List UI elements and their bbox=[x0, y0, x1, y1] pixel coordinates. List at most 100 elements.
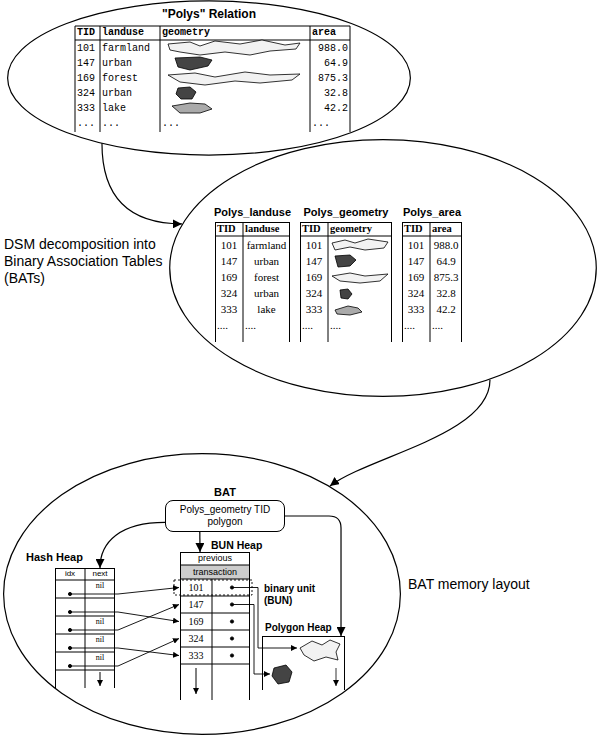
bat-cell-ellipsis: .... bbox=[402, 317, 430, 333]
relation-cell-header: geometry bbox=[160, 26, 310, 40]
hash-heap-grid bbox=[55, 652, 115, 653]
bat-cell-ellipsis: .... bbox=[328, 317, 392, 333]
relation-table-grid bbox=[310, 26, 311, 132]
bat-cell: urban bbox=[243, 253, 290, 269]
bun-heap-grid bbox=[180, 613, 250, 614]
connector-arrow bbox=[199, 532, 200, 552]
bun-heap-grid bbox=[180, 596, 250, 597]
bat-region: Polys_landusePolys_geometryPolys_area bbox=[168, 138, 598, 398]
hash-heap-grid bbox=[55, 598, 115, 599]
bun-heap-grid bbox=[180, 565, 250, 566]
connector-arrow bbox=[285, 516, 341, 636]
bun-head-value: 101 bbox=[180, 579, 212, 596]
bat-cell: 333 bbox=[300, 301, 328, 317]
polygon-shape bbox=[272, 640, 340, 686]
polygon-shape bbox=[176, 87, 196, 99]
polygon-shape bbox=[340, 289, 352, 299]
relation-cell: 101 bbox=[75, 41, 100, 56]
bat-cell: 101 bbox=[215, 237, 243, 253]
box-heading: BAT bbox=[214, 486, 236, 498]
polygon-pointer bbox=[230, 637, 233, 640]
relation-cell: 324 bbox=[75, 86, 100, 101]
nil-pointer: nil bbox=[85, 653, 115, 663]
bat-cell-ellipsis: .... bbox=[243, 317, 290, 333]
relation-cell: 42.2 bbox=[310, 101, 350, 116]
bat-cell: 101 bbox=[300, 237, 328, 253]
bun-heap-grid bbox=[180, 647, 250, 648]
relation-region: "Polys" Relation bbox=[6, 0, 412, 156]
bat-cell: 875.3 bbox=[430, 269, 462, 285]
region-outline bbox=[6, 0, 412, 156]
bun-heap-grid bbox=[180, 565, 250, 700]
nil-pointer: nil bbox=[85, 635, 115, 645]
polygon-shape bbox=[172, 103, 212, 113]
polygon-shape bbox=[332, 239, 388, 315]
relation-table-grid bbox=[160, 26, 161, 132]
connector-arrow bbox=[100, 522, 165, 568]
box-heading: Hash Heap bbox=[26, 551, 83, 563]
relation-cell: 64.9 bbox=[310, 56, 350, 71]
bat-cell-header: geometry bbox=[328, 222, 392, 236]
bat-table-grid bbox=[215, 236, 290, 237]
box-heading: BUN Heap bbox=[211, 539, 262, 551]
edge-label: DSM decomposition into Binary Associatio… bbox=[4, 236, 164, 287]
bat-cell: lake bbox=[243, 301, 290, 317]
polygon-shape bbox=[300, 640, 340, 661]
bat-table-grid bbox=[243, 222, 244, 342]
relation-cell-ellipsis: ... bbox=[160, 116, 310, 131]
nil-pointer: nil bbox=[85, 581, 115, 591]
polygon-heap: Polygon Heap bbox=[262, 636, 345, 690]
bat-descriptor: BATPolys_geometry TID polygon bbox=[165, 500, 285, 532]
bat-cell-header: area bbox=[430, 222, 462, 236]
bun-header: previous bbox=[180, 552, 250, 565]
bat-cell-header: TID bbox=[215, 222, 243, 236]
relation-cell: 333 bbox=[75, 101, 100, 116]
relation-cell: 32.8 bbox=[310, 86, 350, 101]
bat-table-grid bbox=[215, 222, 462, 342]
bat-cell: forest bbox=[243, 269, 290, 285]
bat-cell: 42.2 bbox=[430, 301, 462, 317]
bun-heap-grid bbox=[180, 630, 250, 631]
bun-heap-grid bbox=[196, 668, 197, 694]
relation-table-grid bbox=[100, 26, 101, 132]
relation-cell: urban bbox=[100, 56, 160, 71]
hash-column-header: idx bbox=[55, 568, 85, 580]
hash-heap-grid bbox=[55, 634, 115, 635]
relation-cell: forest bbox=[100, 71, 160, 86]
bat-cell: 333 bbox=[402, 301, 430, 317]
relation-cell: lake bbox=[100, 101, 160, 116]
bat-cell: 333 bbox=[215, 301, 243, 317]
bat-cell: 169 bbox=[215, 269, 243, 285]
box-text: Polys_geometry TID polygon bbox=[179, 501, 271, 531]
box-heading: Polys_area bbox=[403, 206, 461, 218]
hash-pointer bbox=[70, 648, 179, 656]
polygon-shape bbox=[332, 273, 388, 283]
polygon-pointer bbox=[230, 654, 233, 657]
bat-table-grid bbox=[402, 236, 462, 237]
bat-cell: 101 bbox=[402, 237, 430, 253]
bat-cell-header: landuse bbox=[243, 222, 290, 236]
box-heading: Polys_landuse bbox=[214, 206, 291, 218]
bat-table-grid bbox=[328, 222, 329, 342]
bun-head-value: 324 bbox=[180, 630, 212, 647]
bun-head-value: 333 bbox=[180, 647, 212, 664]
bat-cell: 64.9 bbox=[430, 253, 462, 269]
relation-cell: 169 bbox=[75, 71, 100, 86]
bat-cell: 324 bbox=[215, 285, 243, 301]
bat-cell: 988.0 bbox=[430, 237, 462, 253]
polygon-shape bbox=[175, 57, 212, 70]
hash-heap: Hash Heap bbox=[55, 568, 115, 688]
bat-cell: 147 bbox=[402, 253, 430, 269]
relation-table-grid bbox=[75, 26, 350, 27]
polygon-shape bbox=[272, 665, 292, 684]
hash-heap-grid bbox=[55, 670, 115, 671]
relation-table-grid bbox=[75, 26, 350, 132]
bat-cell: 32.8 bbox=[430, 285, 462, 301]
region-outline bbox=[8, 1, 411, 155]
polygon-pointer bbox=[174, 580, 252, 595]
bat-cell: 324 bbox=[402, 285, 430, 301]
bat-cell: urban bbox=[243, 285, 290, 301]
bun-header: transaction bbox=[180, 565, 250, 579]
callout-label: binary unit (BUN) bbox=[262, 583, 332, 607]
